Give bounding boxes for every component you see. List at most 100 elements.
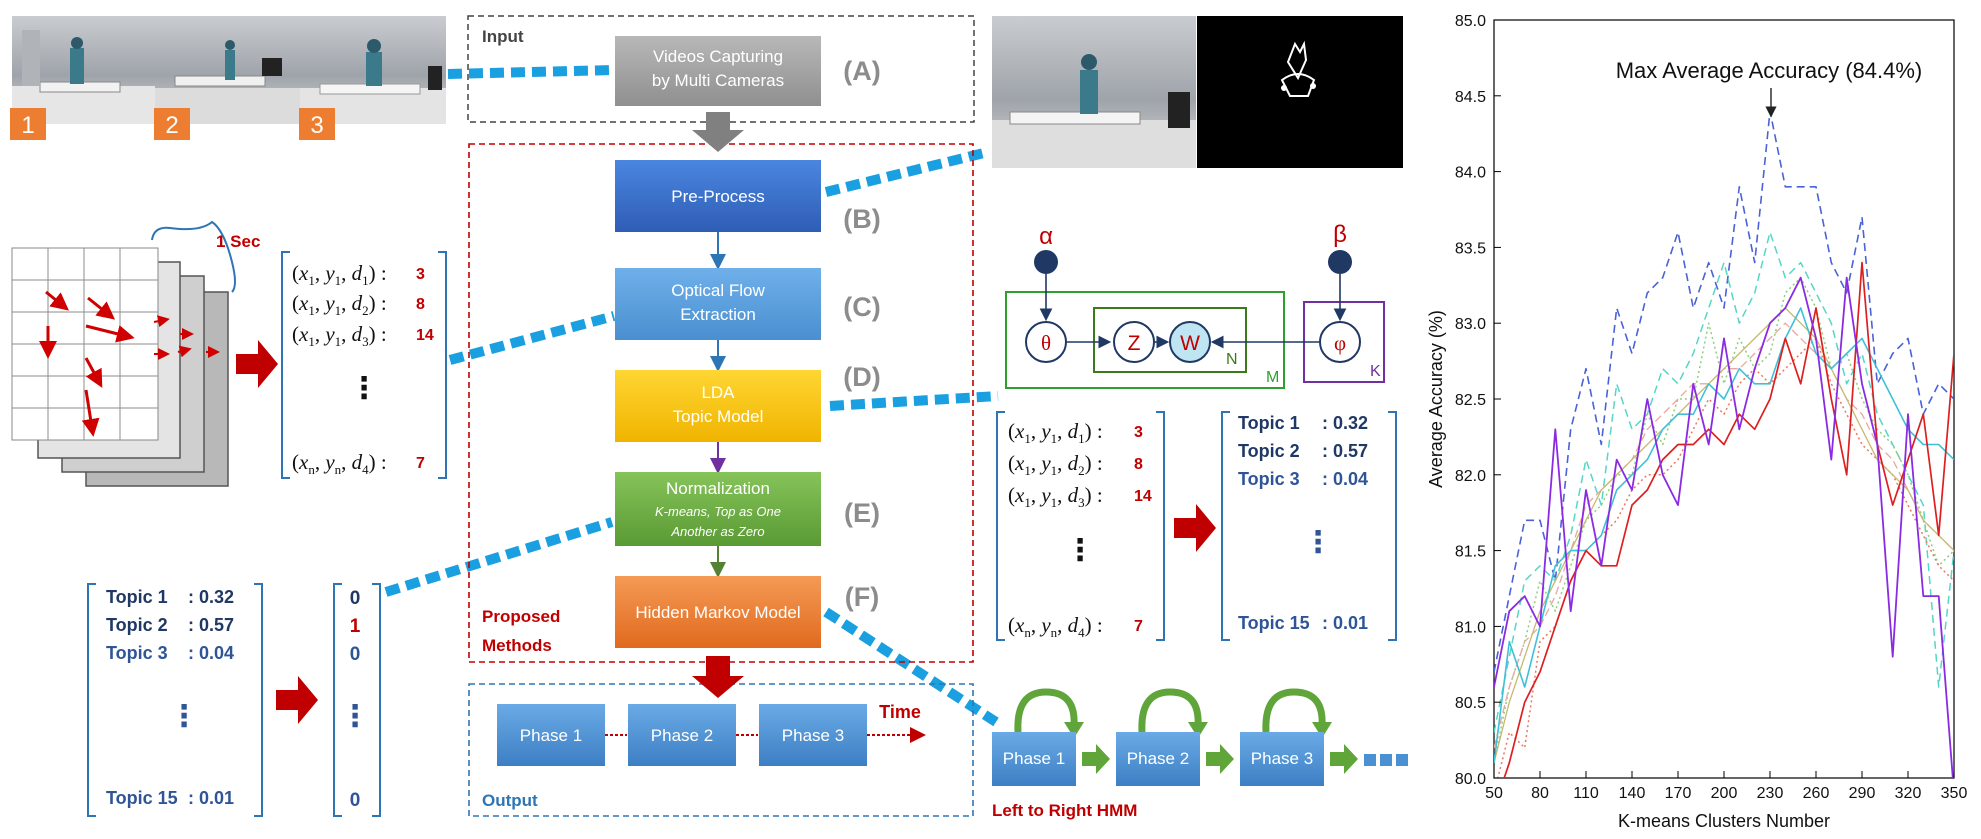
x-tick-label: 290 [1849, 785, 1876, 802]
series-layer [1494, 110, 1954, 778]
svg-text:: 0.01: : 0.01 [188, 788, 234, 808]
y-tick-label: 83.0 [1455, 316, 1486, 333]
wv-count-3: 14 [416, 327, 434, 344]
svg-text:LDA: LDA [701, 383, 735, 402]
wv2-row-3: (x1, y1, d3) : [1008, 483, 1103, 510]
lda-w: W [1180, 332, 1200, 355]
wv-row-2: (x1, y1, d2) : [292, 291, 387, 318]
svg-text:: 0.57: : 0.57 [1322, 441, 1368, 461]
svg-text:Topic 2: Topic 2 [1238, 441, 1300, 461]
step-letter-c: (C) [843, 292, 880, 322]
y-tick-label: 85.0 [1455, 13, 1486, 30]
camera-tag-3: 3 [299, 108, 335, 140]
x-tick-label: 80 [1531, 785, 1549, 802]
x-tick-label: 50 [1485, 785, 1503, 802]
svg-text:Topic 3: Topic 3 [106, 643, 168, 663]
wv-ellipsis: ⋮ [349, 372, 379, 405]
series-line-3 [1494, 276, 1954, 763]
svg-text:Topic 1: Topic 1 [106, 587, 168, 607]
input-title: Input [482, 27, 524, 46]
wv-row-3: (x1, y1, d3) : [292, 322, 387, 349]
step-e-normalization: Normalization K-means, Top as One Anothe… [615, 472, 880, 546]
preprocess-images [992, 16, 1403, 168]
svg-text:: 0.04: : 0.04 [1322, 469, 1368, 489]
topic-vector-left: Topic 1 : 0.32 Topic 2 : 0.57 Topic 3 : … [87, 583, 318, 817]
x-tick-label: 350 [1941, 785, 1968, 802]
wv2-count-2: 8 [1134, 456, 1143, 473]
wv-row-4: (xn, yn, d4) : [292, 450, 387, 477]
lda-z: Z [1128, 332, 1141, 355]
wv2-row-1: (x1, y1, d1) : [1008, 419, 1103, 446]
svg-text:Normalization: Normalization [666, 479, 770, 498]
x-tick-label: 260 [1803, 785, 1830, 802]
proposed-label-1: Proposed [482, 607, 560, 626]
tv-left-ellipsis: ⋮ [169, 700, 199, 733]
svg-text:3: 3 [310, 112, 323, 139]
svg-text:Pre-Process: Pre-Process [671, 187, 765, 206]
y-tick-label: 84.5 [1455, 89, 1486, 106]
camera-frame-2 [155, 16, 300, 124]
tv-ellipsis: ⋮ [1303, 526, 1333, 559]
chart-ylabel: Average Accuracy (%) [1426, 310, 1446, 488]
svg-text:Topic 1: Topic 1 [1238, 413, 1300, 433]
step-letter-b: (B) [843, 204, 880, 234]
series-line-9 [1494, 276, 1954, 778]
svg-text:2: 2 [165, 112, 178, 139]
arrow-topics-to-binary [276, 676, 318, 724]
step-letter-e: (E) [844, 498, 880, 528]
y-tick-label: 82.0 [1455, 468, 1486, 485]
max-accuracy-annotation: Max Average Accuracy (84.4%) [1616, 58, 1923, 83]
wv-count-1: 3 [416, 266, 425, 283]
preprocess-rgb-frame [992, 16, 1196, 168]
wv2-count-3: 14 [1134, 488, 1152, 505]
svg-text:: 0.57: : 0.57 [188, 615, 234, 635]
arrow-input-to-preprocess [692, 112, 744, 152]
arrow-words-to-topics [1174, 504, 1216, 552]
step-b-preprocess: Pre-Process (B) [615, 160, 881, 234]
svg-text:1: 1 [21, 112, 34, 139]
svg-text:M: M [1266, 369, 1279, 386]
svg-text:0: 0 [350, 790, 361, 811]
left-to-right-hmm: Phase 1 Phase 2 Phase 3 Left to Right HM… [992, 688, 1408, 820]
svg-text:Optical Flow: Optical Flow [671, 281, 765, 300]
output-phase-2: Phase 2 [651, 726, 713, 745]
svg-text:Videos Capturing: Videos Capturing [653, 47, 783, 66]
output-title: Output [482, 791, 538, 810]
svg-text:K: K [1370, 363, 1381, 380]
step-f-hmm: Hidden Markov Model (F) [615, 576, 879, 648]
lda-beta: β [1333, 221, 1347, 248]
arrow-hmm-to-output [692, 656, 744, 698]
y-tick-label: 80.0 [1455, 771, 1486, 788]
step-letter-f: (F) [845, 582, 879, 612]
x-tick-label: 200 [1711, 785, 1738, 802]
svg-text:Extraction: Extraction [680, 305, 756, 324]
step-letter-d: (D) [843, 362, 880, 392]
x-tick-label: 320 [1895, 785, 1922, 802]
wv2-count-1: 3 [1134, 424, 1143, 441]
svg-text:K-means, Top as One: K-means, Top as One [655, 504, 781, 519]
wv2-row-4: (xn, yn, d4) : [1008, 613, 1103, 640]
y-tick-label: 80.5 [1455, 695, 1486, 712]
svg-text:Topic 15: Topic 15 [106, 788, 178, 808]
svg-text:N: N [1226, 351, 1238, 368]
topic-vector-right: Topic 1 : 0.32 Topic 2 : 0.57 Topic 3 : … [1221, 411, 1397, 641]
lda-phi: φ [1334, 331, 1346, 355]
word-vector-left: (x1, y1, d1) : (x1, y1, d2) : (x1, y1, d… [281, 251, 447, 479]
svg-text:by Multi Cameras: by Multi Cameras [652, 71, 784, 90]
output-phase-1: Phase 1 [520, 726, 582, 745]
y-tick-label: 84.0 [1455, 165, 1486, 182]
lda-theta: θ [1041, 331, 1051, 355]
y-tick-label: 81.5 [1455, 544, 1486, 561]
wv2-count-4: 7 [1134, 618, 1143, 635]
series-line-1 [1494, 110, 1954, 673]
svg-text:0: 0 [350, 644, 361, 665]
binary-vector: 0 1 0 0 ⋮ [333, 583, 381, 817]
duration-label: 1 Sec [216, 232, 260, 251]
svg-text:: 0.04: : 0.04 [188, 643, 234, 663]
wv-count-4: 7 [416, 455, 425, 472]
camera-frame-1 [12, 16, 155, 124]
proposed-label-2: Methods [482, 636, 552, 655]
hmm-label: Left to Right HMM [992, 801, 1137, 820]
